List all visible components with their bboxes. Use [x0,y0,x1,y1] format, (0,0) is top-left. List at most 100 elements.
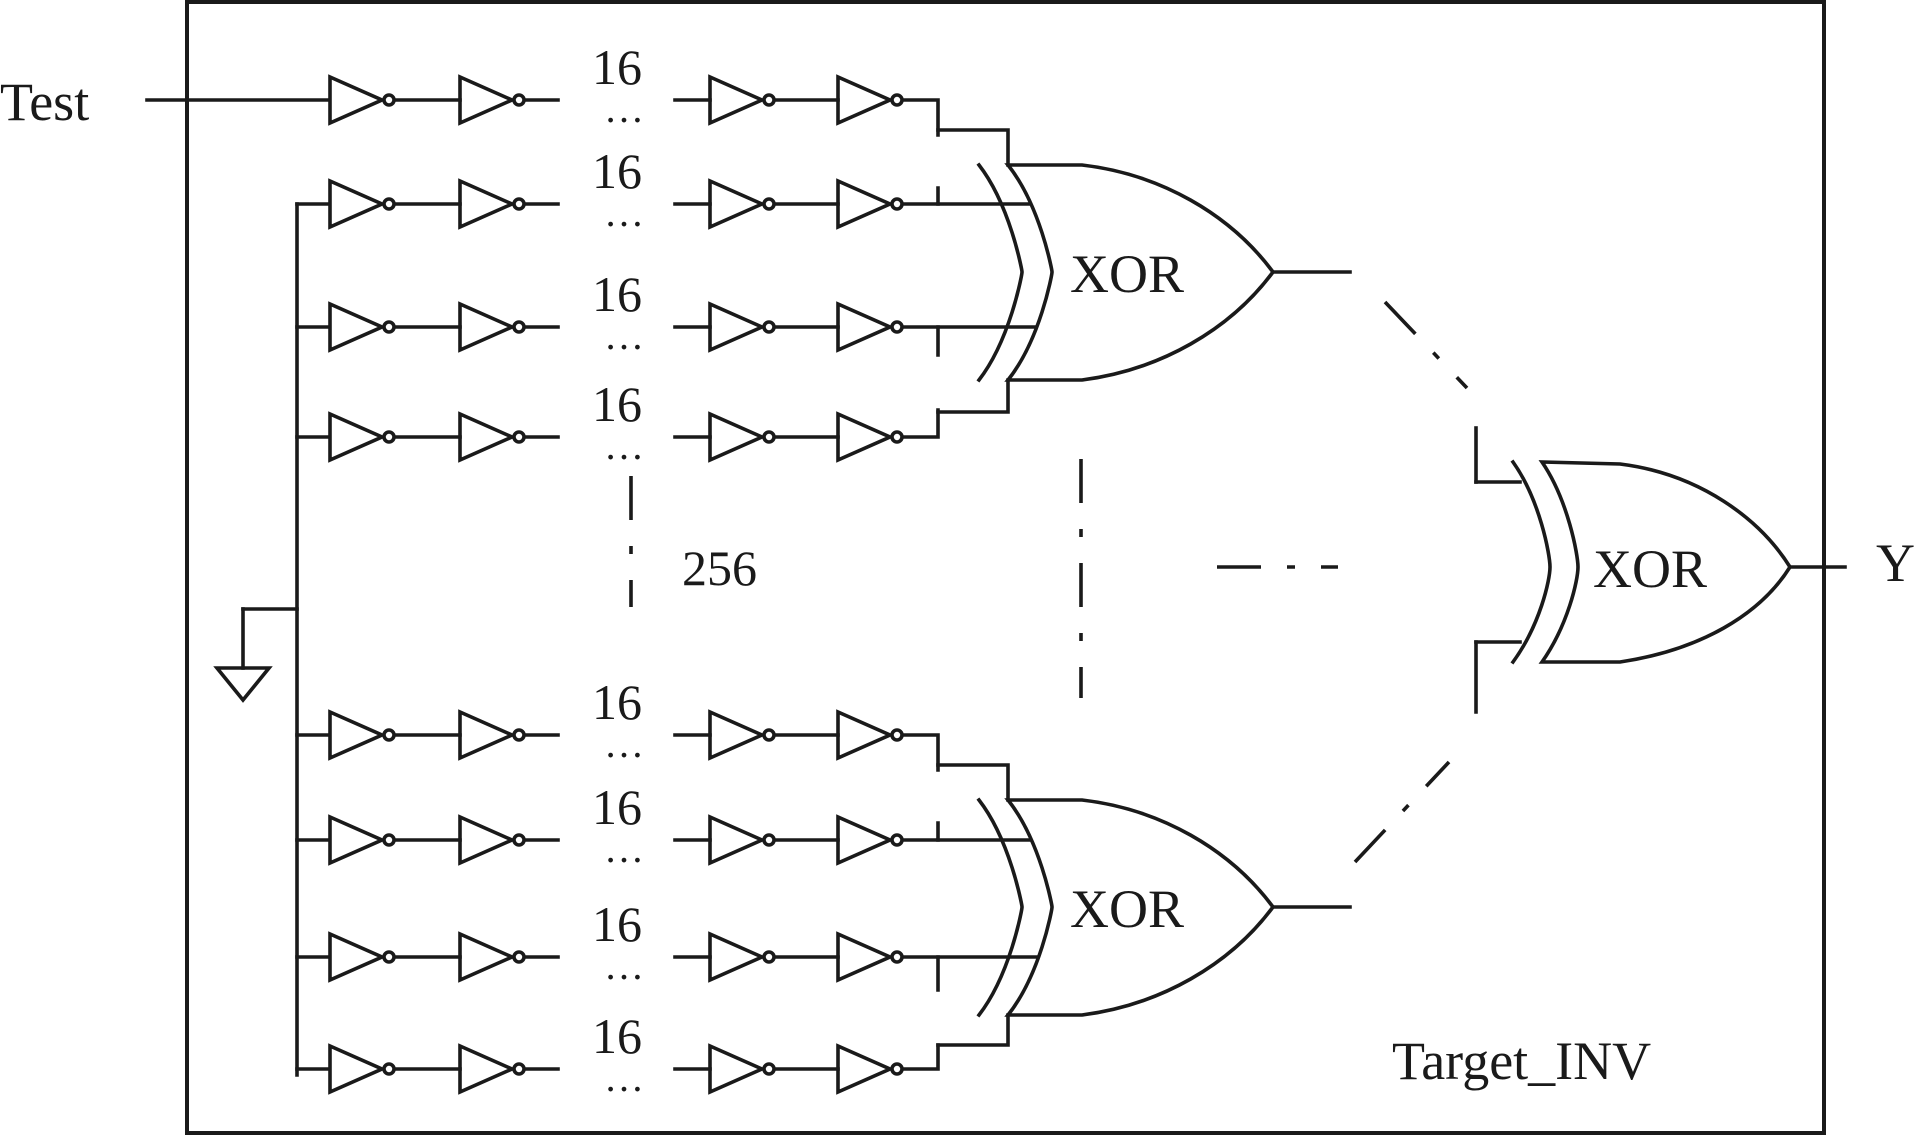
inverter-bubble-icon [382,93,396,107]
chain-ellipsis: … [604,1055,644,1100]
chain-ellipsis: … [604,313,644,358]
gate-input-wire [902,325,940,357]
inverter-icon [708,931,767,983]
inverter-icon [458,1043,517,1095]
inverter-bubble-icon [382,430,396,444]
inverter-bubble-icon [512,1062,526,1076]
chain-ellipsis: … [604,423,644,468]
inverter-bubble-icon [762,833,776,847]
stage-count-label: 16 [592,266,642,322]
inverter-bubble-icon [512,728,526,742]
gate-input-stub [936,378,1010,414]
inverter-icon [708,74,767,126]
module-name-label: Target_INV [1392,1031,1651,1091]
inverter-bubble-icon [890,430,904,444]
ground-symbol-icon [213,666,273,703]
inverter-bubble-icon [512,950,526,964]
inverter-bubble-icon [890,1062,904,1076]
inverter-chain-rows: 16…16…16…16…16…16…16…16… [295,39,1042,1100]
gate-input-stub [936,128,1010,167]
inverter-icon [836,931,895,983]
stage-count-label: 16 [592,143,642,199]
inverter-icon [836,1043,895,1095]
xor-bottom-label: XOR [1070,879,1184,939]
inverter-icon [836,814,895,866]
inverter-bubble-icon [762,1062,776,1076]
gate-input-wire [902,955,940,992]
inverter-bubble-icon [512,430,526,444]
inverter-icon [836,178,895,230]
inverter-chain-row: 16… [295,266,940,358]
inverter-icon [328,411,387,463]
inverter-bubble-icon [890,950,904,964]
inverter-chain-row: 16… [295,779,940,871]
inverter-bubble-icon [382,833,396,847]
inverter-icon [708,1043,767,1095]
inverter-bubble-icon [512,833,526,847]
gate-input-stub [936,1013,1010,1047]
xor-gate-bottom: XOR [976,797,1352,1018]
inverter-icon [328,1043,387,1095]
xor-gate-final: XOR [1474,426,1847,714]
inverter-icon [458,814,517,866]
inverter-bubble-icon [762,728,776,742]
inverter-icon [708,178,767,230]
xor-gate-top: XOR [976,162,1352,383]
continuation-line-top-diag [1383,300,1469,390]
inverter-bubble-icon [512,93,526,107]
chain-ellipsis: … [604,943,644,988]
stage-count-label: 16 [592,1008,642,1064]
gate-input-wire [902,408,940,439]
inverter-icon [458,301,517,353]
inverter-bubble-icon [762,950,776,964]
inverter-icon [836,301,895,353]
inverter-icon [458,74,517,126]
inverter-bubble-icon [512,320,526,334]
inverter-bubble-icon [890,93,904,107]
inverter-bubble-icon [890,833,904,847]
inverter-chain-row: 16… [295,896,940,992]
inverter-chain-row: 16… [295,376,940,468]
xor-top-label: XOR [1070,244,1184,304]
inverter-icon [328,931,387,983]
inverter-icon [328,709,387,761]
ground-bus [241,202,299,1077]
inverter-chain-row: 16… [295,143,940,235]
chain-ellipsis: … [604,86,644,131]
inverter-icon [458,178,517,230]
inverter-chain-row: 16… [295,674,940,772]
chain-ellipsis: … [604,721,644,766]
chain-ellipsis: … [604,826,644,871]
inverter-icon [328,301,387,353]
inverter-bubble-icon [382,197,396,211]
inverter-bubble-icon [762,430,776,444]
gate-input-wire [902,186,940,206]
inverter-bubble-icon [382,1062,396,1076]
stage-count-label: 16 [592,779,642,835]
inverter-bubble-icon [382,320,396,334]
inverter-icon [708,814,767,866]
inverter-bubble-icon [762,197,776,211]
gate-input-wire [902,821,940,842]
inverter-bubble-icon [890,728,904,742]
inverter-icon [708,709,767,761]
xor-final-label: XOR [1593,539,1707,599]
inverter-icon [836,411,895,463]
gate-input-wire [902,1043,940,1071]
inverter-bubble-icon [512,197,526,211]
chain-ellipsis: … [604,190,644,235]
total-chain-count: 256 [682,540,757,596]
inverter-icon [458,709,517,761]
inverter-icon [328,178,387,230]
gate-input-stub [936,763,1010,802]
inverter-bubble-icon [762,93,776,107]
gate-input-wire [902,733,940,772]
stage-count-label: 16 [592,376,642,432]
inverter-icon [708,301,767,353]
inverter-icon [458,931,517,983]
inverter-bubble-icon [382,950,396,964]
inverter-chain-row: 16… [295,1008,940,1100]
inverter-icon [836,74,895,126]
stage-count-label: 16 [592,674,642,730]
